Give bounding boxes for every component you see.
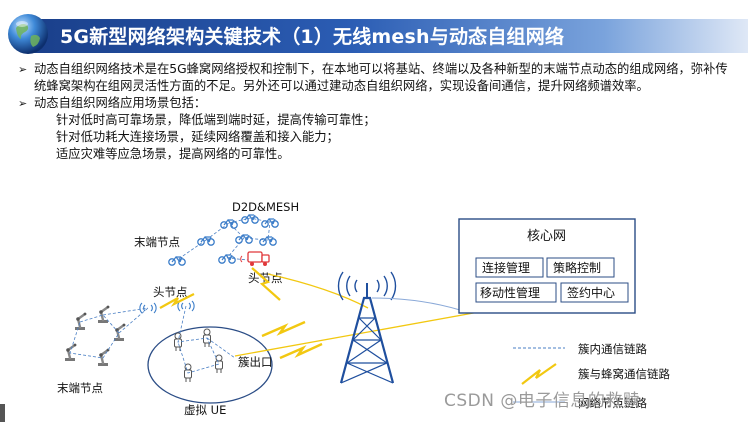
sub-item: 适应灾难等应急场景，提高网络的可靠性。 <box>56 147 290 161</box>
network-diagram: D2D&MESH 末端节点 头节点 头节点 末端节点 <box>57 200 670 417</box>
head-node-label-left: 头节点 <box>153 285 188 299</box>
core-network-title: 核心网 <box>527 229 566 244</box>
network-node-link <box>371 297 461 311</box>
bullet-arrow-icon: ➢ <box>18 63 28 76</box>
terminal-node-label-bottom: 末端节点 <box>57 381 103 395</box>
sub-item: 针对低功耗大连接场景，延续网络覆盖和接入能力； <box>56 130 339 144</box>
virtual-ue-boundary <box>147 326 273 404</box>
cellular-link <box>234 309 491 357</box>
d2d-mesh-label: D2D&MESH <box>232 200 299 214</box>
core-box-mobility: 移动性管理 <box>480 285 540 300</box>
bullet-text: 动态自组织网络技术是在5G蜂窝网络授权和控制下，在本地可以将基站、终端以及各种新… <box>34 62 728 93</box>
title-bar: 5G新型网络架构关键技术（1）无线mesh与动态自组网络 <box>0 12 748 54</box>
lightning-icon <box>159 267 323 360</box>
globe-icon <box>8 14 48 54</box>
core-box-policy: 策略控制 <box>553 260 601 275</box>
scroll-indicator[interactable] <box>0 404 5 422</box>
legend-lightning-icon <box>521 363 557 385</box>
head-node-label-right: 头节点 <box>248 271 283 285</box>
core-network-box: 核心网 连接管理 策略控制 移动性管理 签约中心 <box>458 218 636 314</box>
cellular-link <box>267 273 369 309</box>
bullet-item: ➢ 动态自组织网络技术是在5G蜂窝网络授权和控制下，在本地可以将基站、终端以及各… <box>18 61 733 95</box>
bullet-text: 动态自组织网络应用场景包括： <box>34 96 207 110</box>
core-box-subscription: 签约中心 <box>567 285 615 300</box>
watermark: CSDN @电子信息的救赎 <box>444 391 641 411</box>
virtual-ue-label: 虚拟 UE <box>184 403 226 417</box>
title-band <box>28 19 748 53</box>
truck-icon <box>240 251 270 266</box>
bullet-arrow-icon: ➢ <box>18 97 28 110</box>
page-title: 5G新型网络架构关键技术（1）无线mesh与动态自组网络 <box>60 26 565 48</box>
core-box-connection: 连接管理 <box>482 260 530 275</box>
terminal-node-label: 末端节点 <box>134 235 180 249</box>
cluster-exit-label: 簇出口 <box>238 355 273 369</box>
bullet-item: ➢ 动态自组织网络应用场景包括： <box>18 95 733 112</box>
legend-label: 簇内通信链路 <box>578 342 647 356</box>
legend-label: 网络节点链路 <box>578 396 647 410</box>
sub-item: 针对低时高可靠场景，降低端到端时延，提高传输可靠性； <box>56 113 376 127</box>
antenna-tower-icon <box>337 271 397 384</box>
legend-label: 簇与蜂窝通信链路 <box>578 367 670 381</box>
legend: 簇内通信链路 簇与蜂窝通信链路 网络节点链路 <box>513 342 670 410</box>
bullet-list: ➢ 动态自组织网络技术是在5G蜂窝网络授权和控制下，在本地可以将基站、终端以及各… <box>18 61 733 163</box>
